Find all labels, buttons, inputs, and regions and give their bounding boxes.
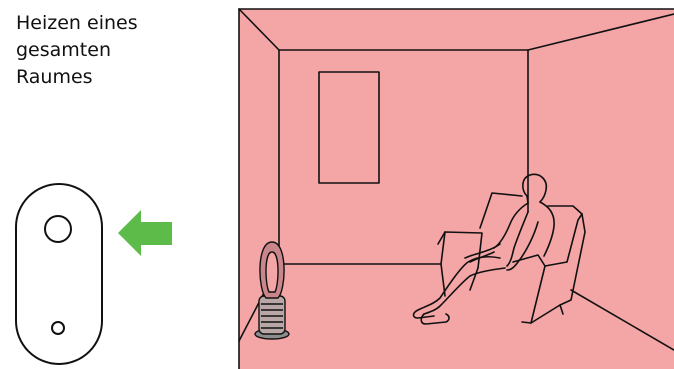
arrow-left-icon [118,210,172,256]
room-illustration [239,9,674,369]
remote-control-icon [16,184,102,364]
room-background [239,9,674,369]
